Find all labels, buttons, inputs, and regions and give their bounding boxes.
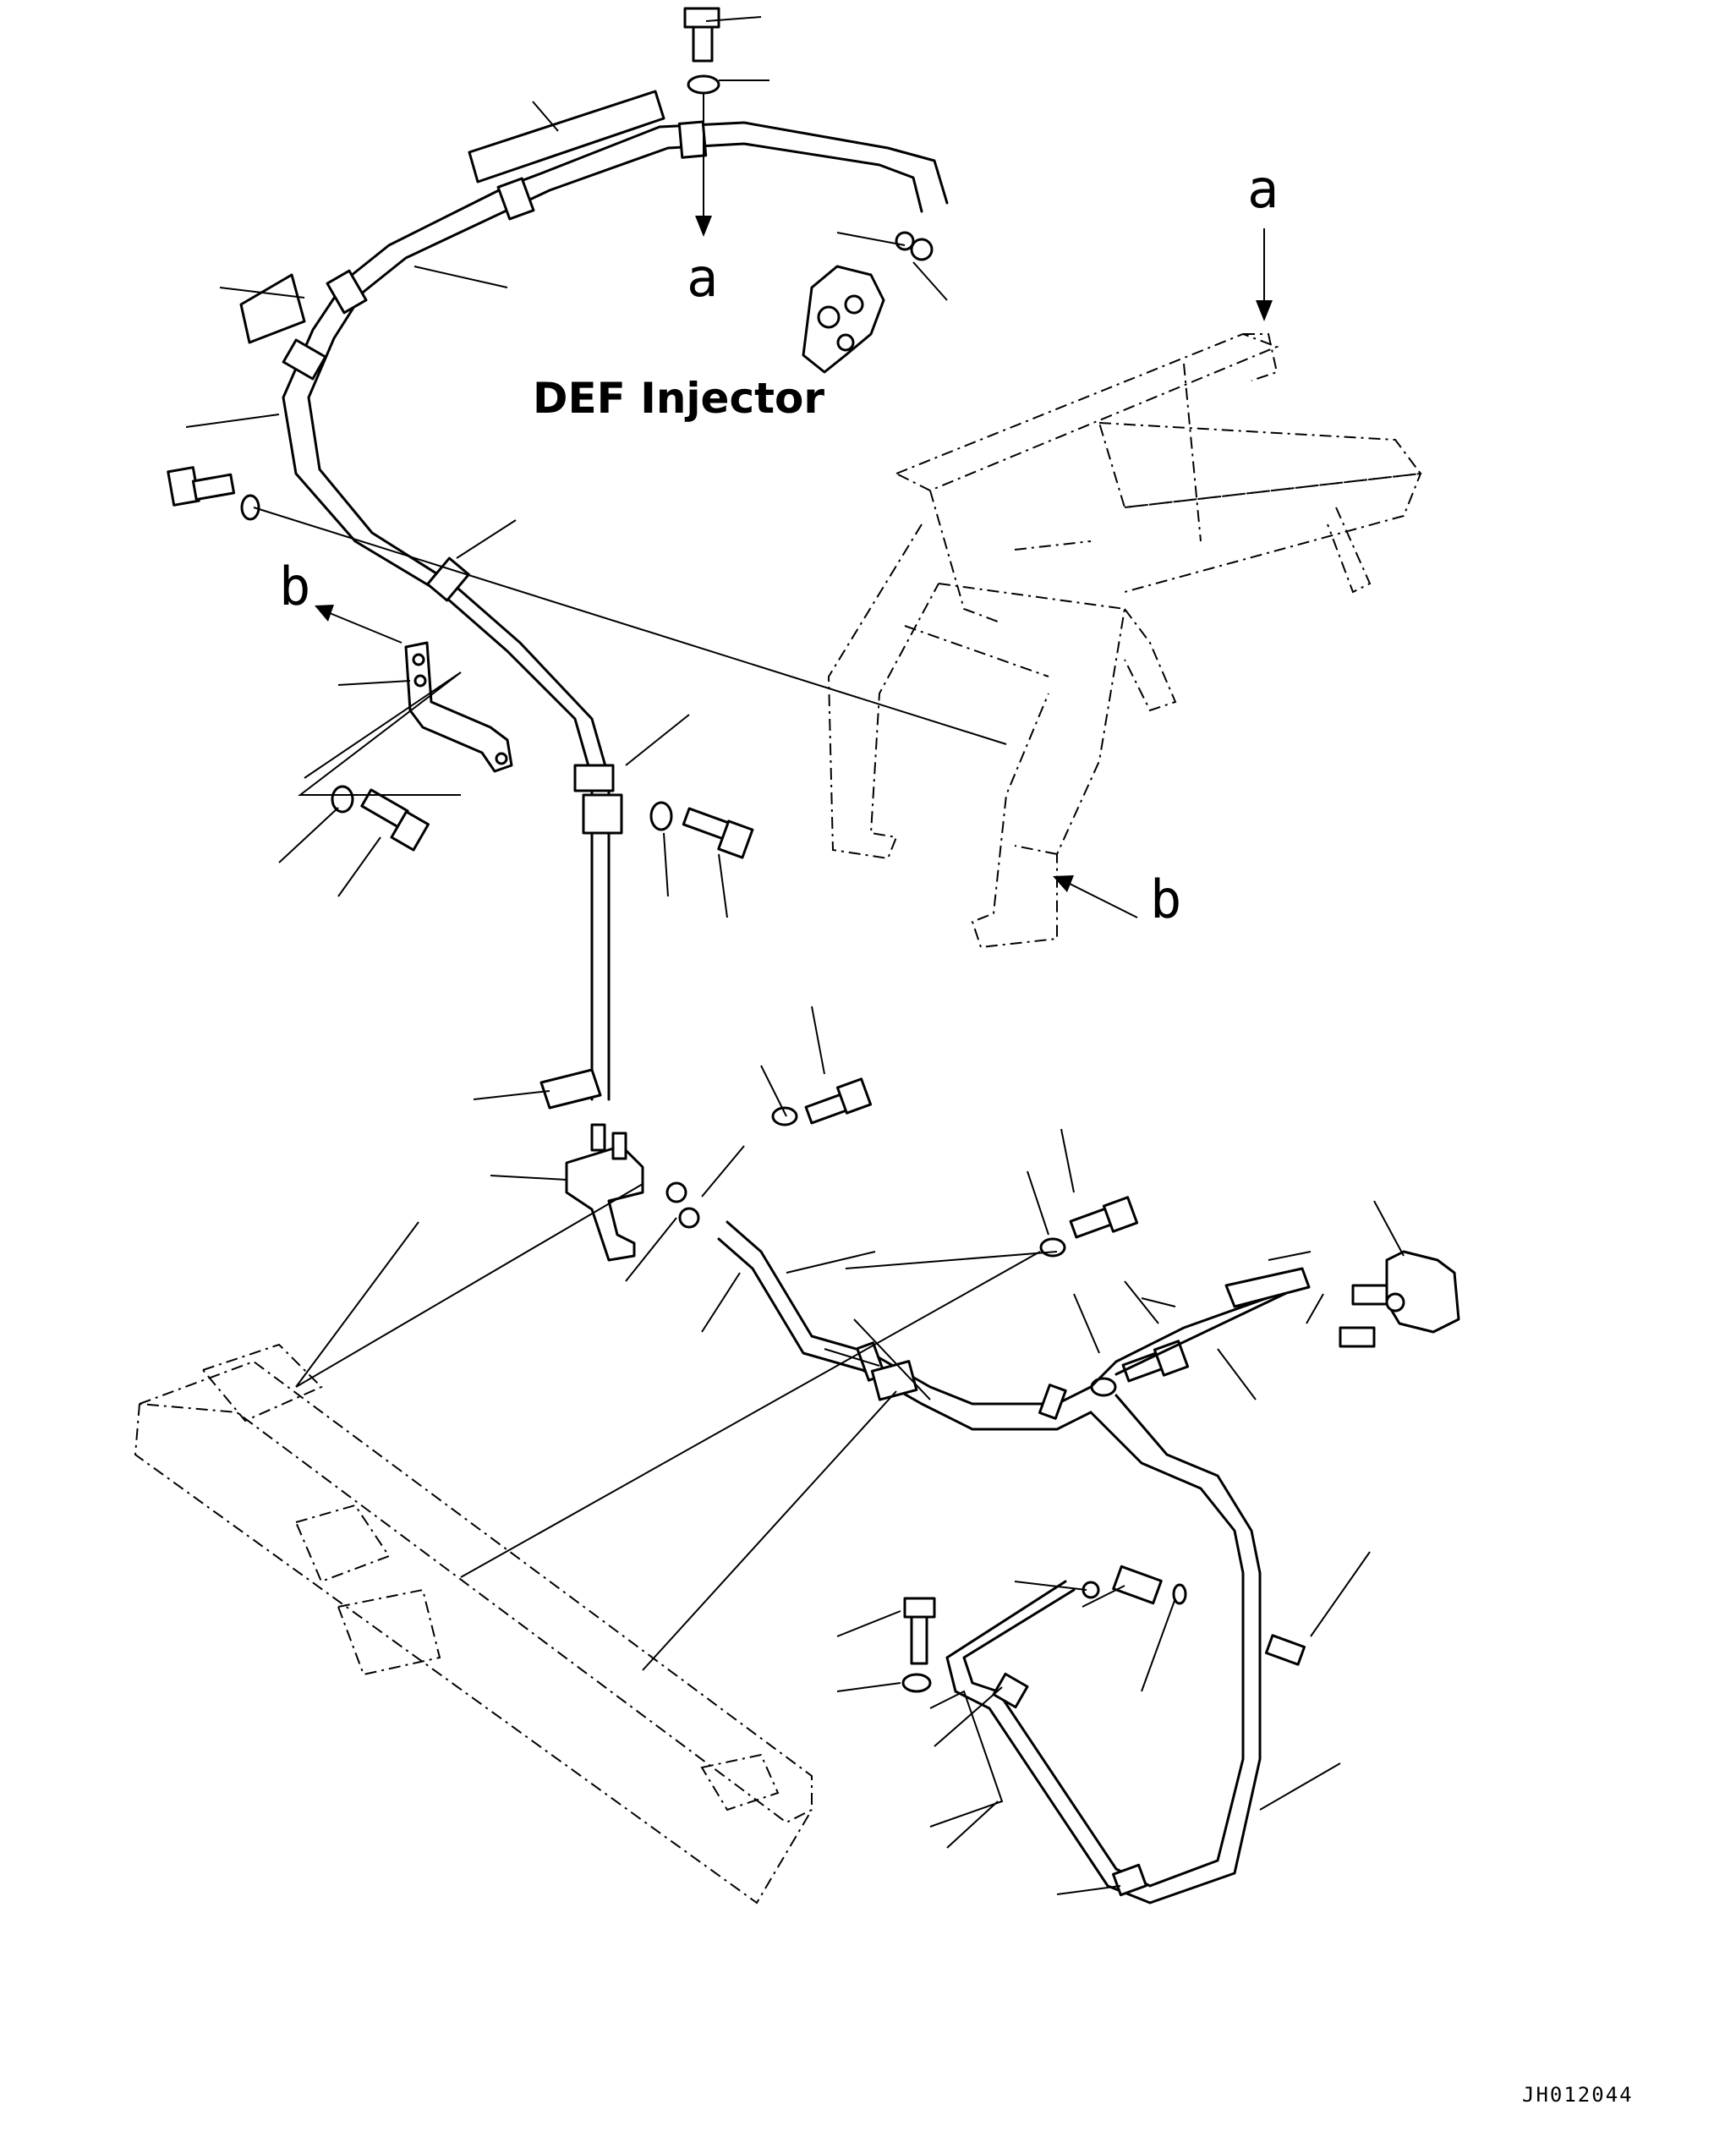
drawing-code: JH012044 — [1522, 2083, 1634, 2107]
lower-harness — [717, 1220, 1311, 1905]
top-bolt — [683, 7, 720, 237]
ref-mark-b-bracket: b — [279, 556, 310, 617]
def-injector-part — [802, 231, 934, 374]
left-bolts — [167, 466, 754, 859]
ref-mark-a-frame: a — [1247, 158, 1279, 220]
def-injector-label: DEF Injector — [533, 374, 824, 423]
right-connector — [1339, 1250, 1460, 1348]
upper-harness — [282, 121, 949, 1101]
mid-right-bolts — [771, 1077, 1190, 1397]
reference-arrows — [315, 228, 1273, 918]
ref-mark-a-harness: a — [687, 247, 718, 309]
bracket-b — [404, 641, 513, 773]
connector-block — [565, 1123, 700, 1262]
lower-small-parts — [870, 1360, 1306, 1693]
ref-mark-b-frame: b — [1150, 869, 1181, 930]
callout-leaders — [185, 16, 1405, 1895]
lower-frame — [134, 1343, 813, 1905]
harness-tags — [239, 90, 665, 1110]
upper-frame — [827, 332, 1422, 949]
harness-clamps — [282, 120, 708, 792]
connection-lines — [253, 507, 1058, 1828]
harness-sleeve — [582, 793, 623, 835]
